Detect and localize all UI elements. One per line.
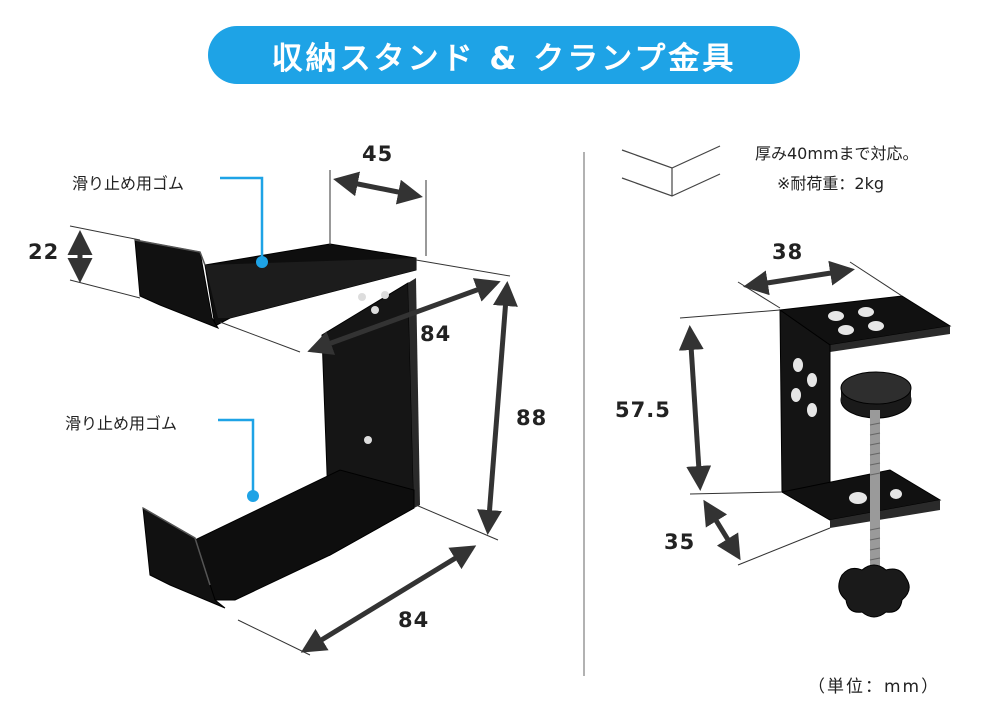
clamp-height-label: 57.5 bbox=[615, 398, 671, 422]
stand-width-label: 45 bbox=[362, 142, 394, 166]
stand-hole bbox=[358, 293, 366, 301]
callout-dot-icon bbox=[247, 490, 259, 502]
headphone-stand bbox=[134, 239, 420, 609]
clamp-dimensions bbox=[679, 261, 903, 566]
thickness-icon bbox=[621, 145, 721, 197]
stand-lip-label: 22 bbox=[28, 240, 60, 264]
clamp-knob bbox=[838, 564, 910, 618]
rubber-callout-bottom bbox=[218, 418, 255, 496]
rubber-label-bottom: 滑り止め用ゴム bbox=[65, 414, 178, 433]
clamp-bracket bbox=[778, 295, 952, 618]
stand-height-label: 88 bbox=[516, 406, 548, 430]
clamp-depth-label: 35 bbox=[664, 530, 696, 554]
clamp-screw-rod bbox=[870, 410, 880, 585]
stand-hole bbox=[371, 306, 379, 314]
callout-dot-icon bbox=[256, 256, 268, 268]
stand-dimension-arrows bbox=[67, 171, 518, 653]
stand-bottom-arm bbox=[194, 469, 415, 601]
clamp-dimension-arrows bbox=[678, 260, 855, 561]
clamp-width-label: 38 bbox=[772, 240, 804, 264]
title-banner: 収納スタンド & クランプ金具 bbox=[208, 26, 800, 84]
stand-depth-top-label: 84 bbox=[420, 322, 452, 346]
stand-hole bbox=[381, 291, 389, 299]
rubber-label-top: 滑り止め用ゴム bbox=[72, 174, 185, 193]
rubber-callout-top bbox=[220, 176, 264, 262]
unit-note: （単位：mm） bbox=[808, 677, 941, 697]
thickness-note: 厚み40mmまで対応。 bbox=[755, 144, 919, 163]
stand-dimensions bbox=[69, 170, 511, 656]
page-title: 収納スタンド & クランプ金具 bbox=[271, 40, 737, 77]
stand-depth-bottom-label: 84 bbox=[398, 608, 430, 632]
stand-hole bbox=[364, 436, 372, 444]
stand-top-lip bbox=[134, 239, 220, 330]
load-note: ※耐荷重：2kg bbox=[777, 174, 885, 193]
